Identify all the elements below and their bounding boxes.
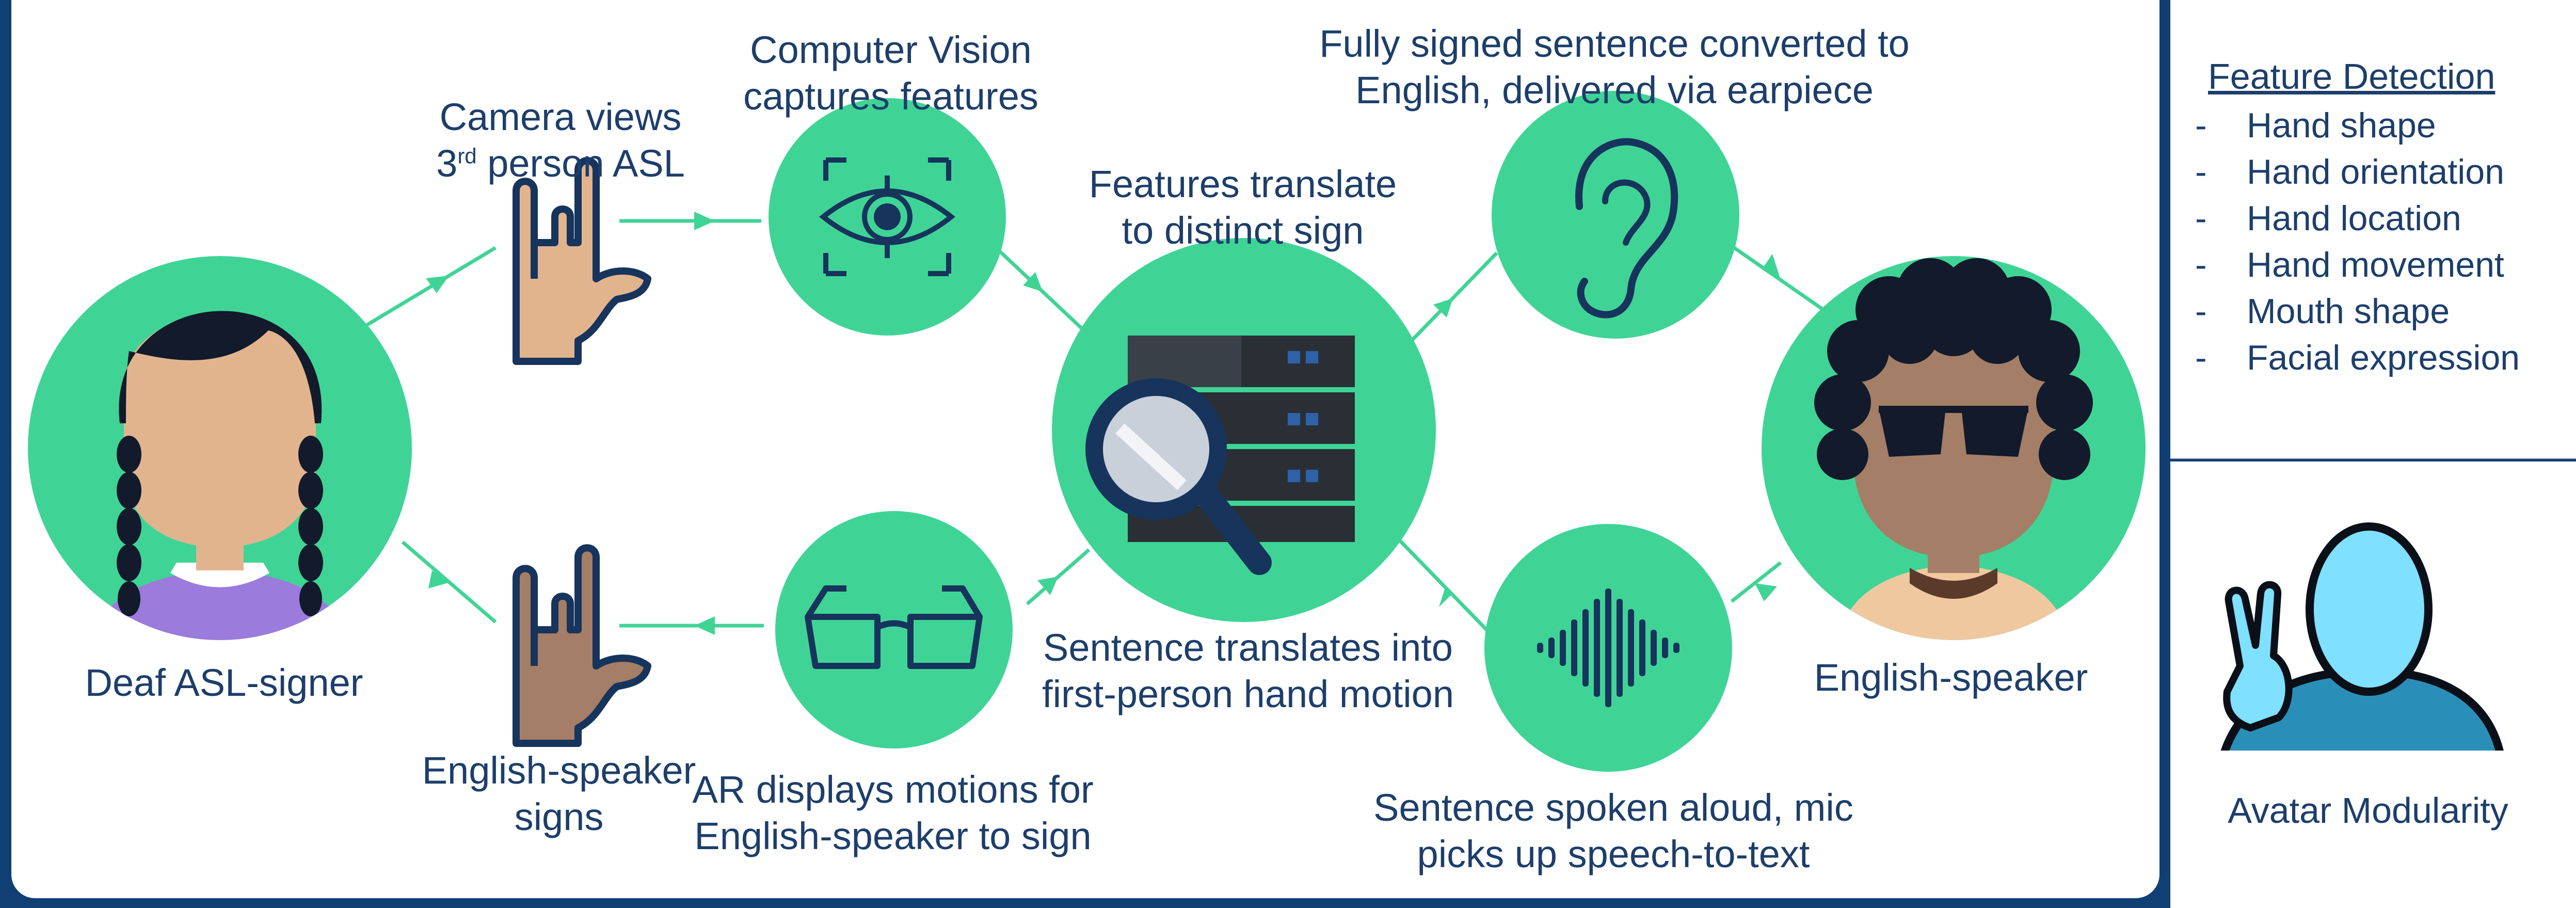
- avatar-modularity-title: Avatar Modularity: [2228, 790, 2508, 831]
- spoken-line2: picks up speech-to-text: [1417, 833, 1810, 876]
- deaf-signer-avatar: [28, 256, 412, 640]
- ar-label: AR displays motions for English-speaker …: [692, 767, 1093, 860]
- converted-label: Fully signed sentence converted to Engli…: [1319, 21, 1910, 114]
- wave-bar: [1571, 619, 1577, 676]
- camera-label-line1: Camera views: [439, 95, 682, 138]
- arrowheads: [426, 212, 1781, 635]
- feature-item: -Hand orientation: [2195, 152, 2505, 192]
- rock-hand-light-icon: [513, 157, 651, 365]
- features-line1: Features translate: [1089, 163, 1397, 205]
- wave-bar: [1617, 599, 1623, 697]
- camera-label-sup: rd: [457, 144, 477, 168]
- feature-item-label: Hand orientation: [2247, 152, 2505, 192]
- sound-wave-icon: [1484, 524, 1732, 772]
- feature-item-label: Mouth shape: [2247, 292, 2450, 331]
- english-speaker-text: English-speaker: [1814, 656, 2088, 699]
- feature-item-label: Facial expression: [2247, 338, 2520, 377]
- computer-vision-line1: Computer Vision: [750, 28, 1032, 71]
- converted-line1: Fully signed sentence converted to: [1319, 22, 1910, 65]
- computer-vision-line2: captures features: [743, 75, 1038, 118]
- hand-motion-label: Sentence translates into first-person ha…: [1042, 625, 1454, 718]
- wave-bar: [1662, 638, 1668, 658]
- eye-scan-icon: [769, 98, 1006, 336]
- feature-detection-title: Feature Detection: [2208, 56, 2495, 97]
- wave-bar: [1594, 599, 1600, 697]
- wave-bar: [1628, 609, 1634, 687]
- ar-line2: English-speaker to sign: [694, 815, 1092, 858]
- server-search-icon: [1052, 238, 1436, 622]
- camera-label: Camera views 3rd person ASL: [436, 94, 685, 187]
- ar-line1: AR displays motions for: [692, 768, 1094, 811]
- features-label: Features translate to distinct sign: [1089, 161, 1397, 254]
- feature-item: -Hand movement: [2195, 245, 2504, 284]
- english-speaker-avatar: [1762, 256, 2146, 640]
- deaf-signer-label: Deaf ASL-signer: [85, 660, 363, 706]
- deaf-signer-text: Deaf ASL-signer: [85, 661, 363, 704]
- connectors: [365, 219, 1828, 636]
- feature-item-label: Hand movement: [2247, 245, 2504, 284]
- speaker-signs-label: English-speaker signs: [422, 747, 696, 841]
- camera-label-prefix: 3: [436, 142, 458, 185]
- wave-bar: [1673, 643, 1679, 653]
- english-speaker-label: English-speaker: [1814, 655, 2088, 701]
- wave-bar: [1605, 588, 1611, 707]
- feature-detection-panel: [2170, 0, 2576, 458]
- wave-bar: [1639, 619, 1645, 676]
- speaker-signs-line2: signs: [514, 795, 604, 839]
- wave-bar: [1651, 630, 1657, 666]
- wave-bar: [1560, 630, 1566, 666]
- features-line2: to distinct sign: [1122, 209, 1364, 252]
- feature-detection-list: -Hand shape -Hand orientation -Hand loca…: [2195, 102, 2520, 381]
- feature-item-label: Hand location: [2247, 199, 2461, 238]
- hand-motion-line1: Sentence translates into: [1043, 626, 1453, 669]
- feature-item-label: Hand shape: [2247, 106, 2436, 145]
- speaker-signs-line1: English-speaker: [422, 749, 696, 792]
- camera-label-line2: 3rd person ASL: [436, 140, 685, 187]
- smart-glasses-icon: [775, 511, 1013, 748]
- feature-item: -Facial expression: [2195, 338, 2520, 377]
- hand-motion-line2: first-person hand motion: [1042, 673, 1454, 716]
- wave-bar: [1582, 609, 1589, 687]
- wave-bar: [1548, 638, 1555, 658]
- feature-item: -Hand shape: [2195, 106, 2436, 145]
- feature-item: -Mouth shape: [2195, 292, 2450, 331]
- computer-vision-label: Computer Vision captures features: [743, 27, 1038, 120]
- wave-bar: [1537, 643, 1543, 653]
- ear-icon: [1492, 91, 1739, 339]
- avatar-peace-icon: [2220, 522, 2504, 751]
- feature-item: -Hand location: [2195, 199, 2461, 238]
- converted-line2: English, delivered via earpiece: [1355, 69, 1874, 112]
- spoken-label: Sentence spoken aloud, mic picks up spee…: [1373, 785, 1853, 878]
- camera-label-suffix: person ASL: [476, 142, 685, 185]
- rock-hand-dark-icon: [513, 544, 651, 747]
- spoken-line1: Sentence spoken aloud, mic: [1373, 786, 1853, 829]
